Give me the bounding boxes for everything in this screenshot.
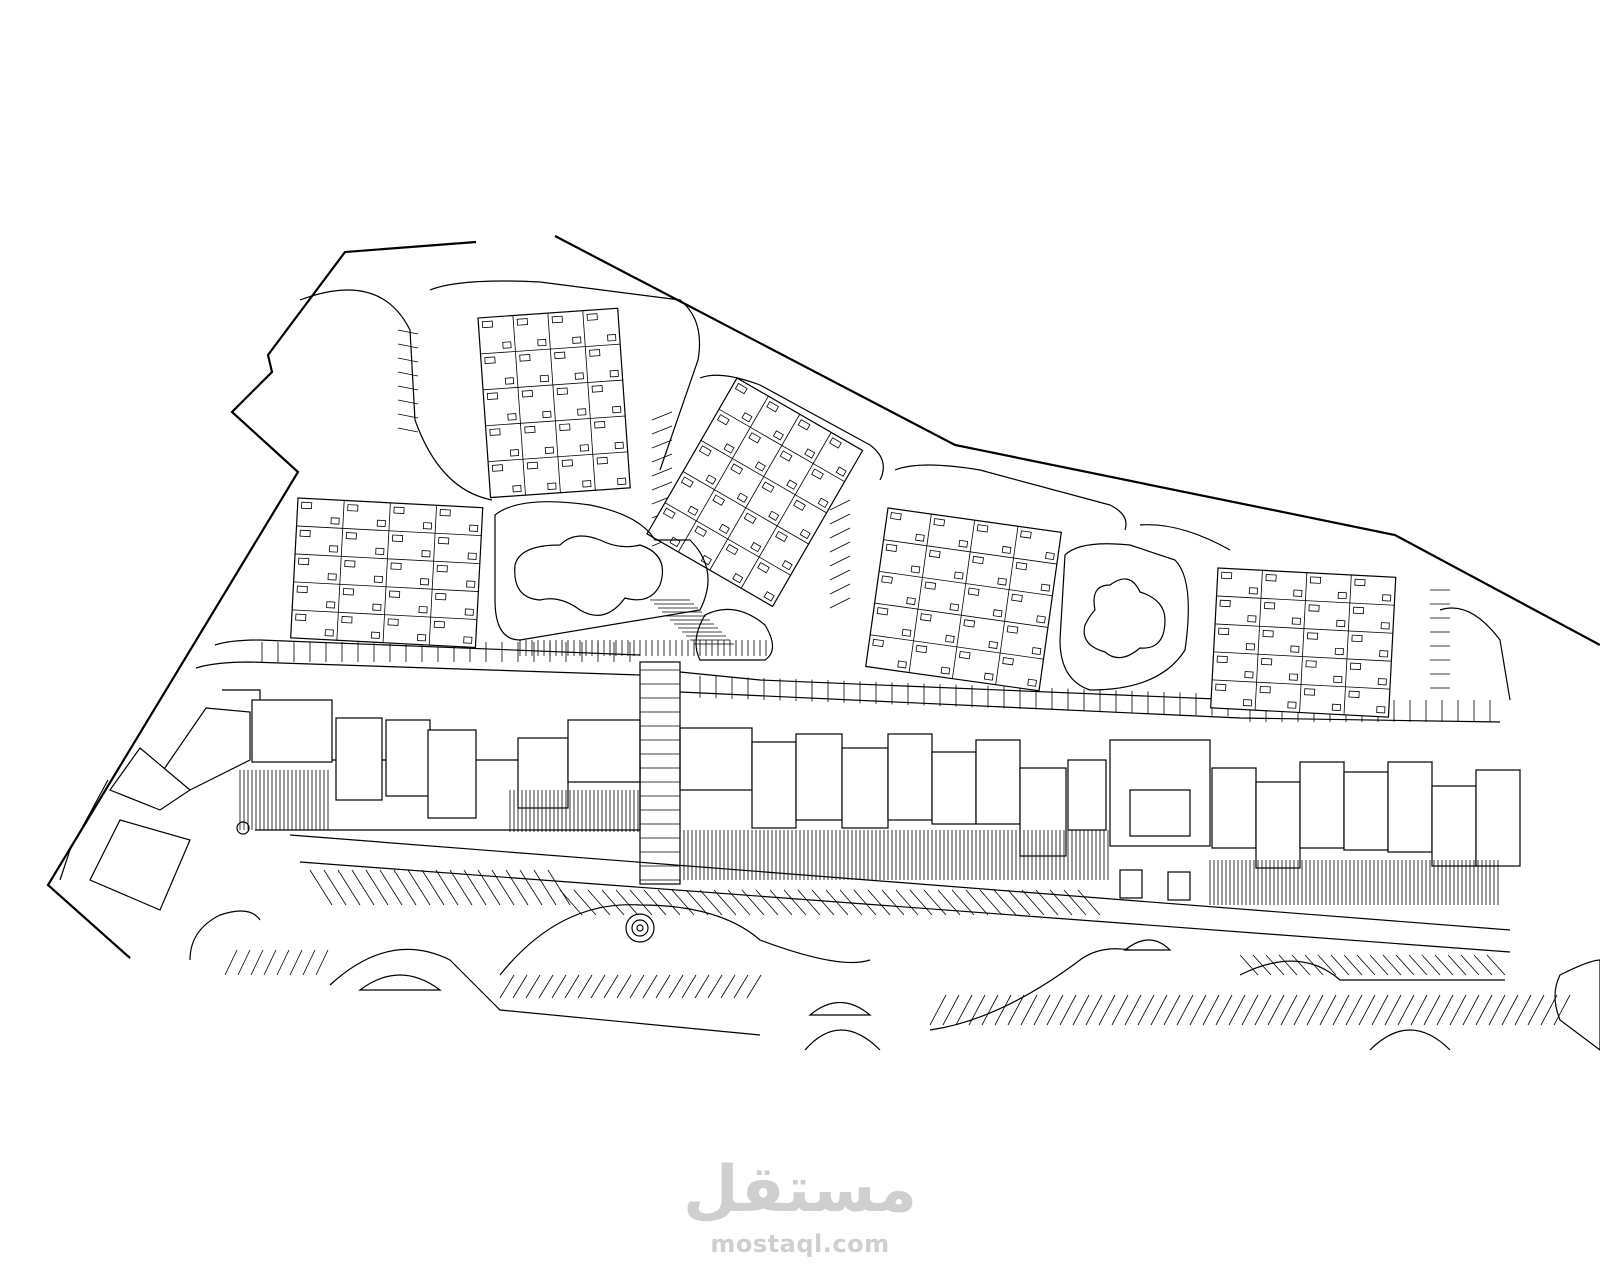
residential-block	[1210, 567, 1397, 718]
residential-block	[477, 307, 631, 499]
central-walkway	[639, 661, 681, 885]
outer-road	[189, 821, 1600, 1051]
garden-hatching	[239, 770, 1499, 905]
townhouse-row	[222, 689, 1521, 901]
outer-parking-stalls	[224, 869, 1571, 1026]
watermark-logo: مستقل	[682, 1153, 918, 1227]
west-wing	[59, 707, 251, 911]
watermark-url: mostaql.com	[710, 1230, 890, 1258]
residential-block	[865, 507, 1062, 692]
residential-block	[646, 377, 864, 608]
inner-road	[195, 280, 1511, 723]
residential-block	[290, 497, 484, 649]
pool-left	[494, 501, 774, 661]
site-boundary	[46, 235, 1600, 959]
pool-right	[1059, 543, 1189, 691]
